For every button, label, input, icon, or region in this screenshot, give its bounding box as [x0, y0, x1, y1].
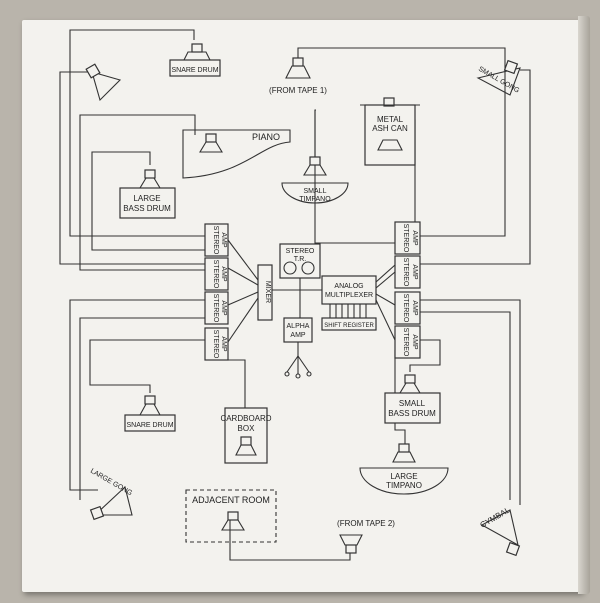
cardboard-box-label-2: BOX [238, 424, 256, 433]
stereo-amp-right-2: STEREO AMP [394, 255, 421, 289]
metal-ash-can-label-2: ASH CAN [372, 124, 408, 133]
small-bass-drum-label-2: BASS DRUM [388, 409, 436, 418]
svg-text:AMP: AMP [411, 334, 418, 350]
svg-text:STEREO: STEREO [402, 224, 409, 253]
small-bass-drum: SMALL BASS DRUM [384, 374, 441, 424]
large-bass-drum-label-2: BASS DRUM [123, 204, 171, 213]
large-speaker-top-left [85, 63, 122, 102]
stereo-amp-left-1: STEREO AMP [204, 223, 229, 257]
svg-text:STEREO: STEREO [286, 248, 315, 255]
stereo-amp-left-4: STEREO AMP [204, 327, 229, 361]
stereo-amp-left-3: STEREO AMP [204, 291, 229, 325]
svg-text:AMP: AMP [220, 300, 227, 316]
stereo-amp-right-4: STEREO AMP [394, 325, 421, 359]
svg-text:STEREO: STEREO [212, 294, 219, 323]
stereo-tape-recorder: STEREO T.R. [279, 243, 321, 279]
svg-text:ANALOG: ANALOG [334, 283, 363, 290]
large-timpano-label-2: TIMPANO [386, 481, 422, 490]
analog-multiplexer: ANALOG MULTIPLEXER [321, 275, 377, 318]
svg-text:AMP: AMP [220, 232, 227, 248]
svg-text:STEREO: STEREO [212, 226, 219, 255]
svg-text:STEREO: STEREO [212, 330, 219, 359]
snare-drum-bottom-label: SNARE DRUM [126, 422, 173, 429]
small-bass-drum-label-1: SMALL [399, 399, 426, 408]
svg-text:ALPHA: ALPHA [287, 323, 310, 330]
shift-register: SHIFT REGISTER [321, 317, 377, 331]
large-gong: LARGE GONG [89, 468, 133, 521]
svg-text:T.R.: T.R. [294, 256, 307, 263]
snare-drum-top-label: SNARE DRUM [171, 67, 218, 74]
from-tape-2-label: (FROM TAPE 2) [337, 519, 395, 528]
metal-ash-can: METAL ASH CAN [360, 97, 420, 166]
cymbal-label: CYMBAL [479, 505, 512, 530]
cardboard-box: CARDBOARD BOX [220, 407, 272, 464]
large-bass-drum-label-1: LARGE [133, 194, 160, 203]
metal-ash-can-label-1: METAL [377, 115, 404, 124]
stereo-amp-left-2: STEREO AMP [204, 257, 229, 291]
svg-text:MULTIPLEXER: MULTIPLEXER [325, 292, 373, 299]
svg-text:AMP: AMP [411, 230, 418, 246]
large-bass-drum: LARGE BASS DRUM [119, 169, 176, 219]
small-timpano: SMALL TIMPANO [281, 156, 349, 204]
adjacent-room: ADJACENT ROOM [185, 489, 277, 543]
svg-text:AMP: AMP [411, 300, 418, 316]
svg-text:AMP: AMP [220, 336, 227, 352]
from-tape-1: (FROM TAPE 1) [269, 57, 327, 95]
svg-text:STEREO: STEREO [212, 260, 219, 289]
multiplexer-pins [329, 304, 367, 318]
svg-text:AMP: AMP [290, 332, 306, 339]
cymbal: CYMBAL [479, 505, 521, 557]
piano: PIANO [182, 129, 291, 179]
svg-text:STEREO: STEREO [402, 294, 409, 323]
svg-text:AMP: AMP [220, 266, 227, 282]
stereo-amp-right-1: STEREO AMP [394, 221, 421, 255]
svg-text:SHIFT REGISTER: SHIFT REGISTER [324, 323, 374, 329]
mixer: MIXER [257, 264, 273, 321]
svg-text:MIXER: MIXER [264, 281, 271, 303]
adjacent-room-label: ADJACENT ROOM [192, 495, 270, 505]
from-tape-1-label: (FROM TAPE 1) [269, 86, 327, 95]
snare-drum-bottom: SNARE DRUM [124, 395, 176, 432]
large-timpano-label-1: LARGE [390, 472, 417, 481]
from-tape-2: (FROM TAPE 2) [337, 519, 395, 554]
svg-text:STEREO: STEREO [402, 258, 409, 287]
small-timpano-label-1: SMALL [304, 188, 327, 195]
svg-text:AMP: AMP [411, 264, 418, 280]
large-timpano: LARGE TIMPANO [359, 443, 449, 495]
wiring [59, 29, 531, 561]
snare-drum-top: SNARE DRUM [169, 43, 221, 77]
stereo-amp-right-3: STEREO AMP [394, 291, 421, 325]
piano-label: PIANO [252, 132, 280, 142]
alpha-amp: ALPHA AMP [283, 317, 313, 343]
cardboard-box-label-1: CARDBOARD [220, 414, 271, 423]
shrink-wrap-edge [578, 16, 590, 594]
svg-text:STEREO: STEREO [402, 328, 409, 357]
small-gong: SMALL GONG [476, 59, 521, 96]
large-gong-label: LARGE GONG [89, 468, 133, 498]
small-timpano-label-2: TIMPANO [299, 196, 331, 203]
